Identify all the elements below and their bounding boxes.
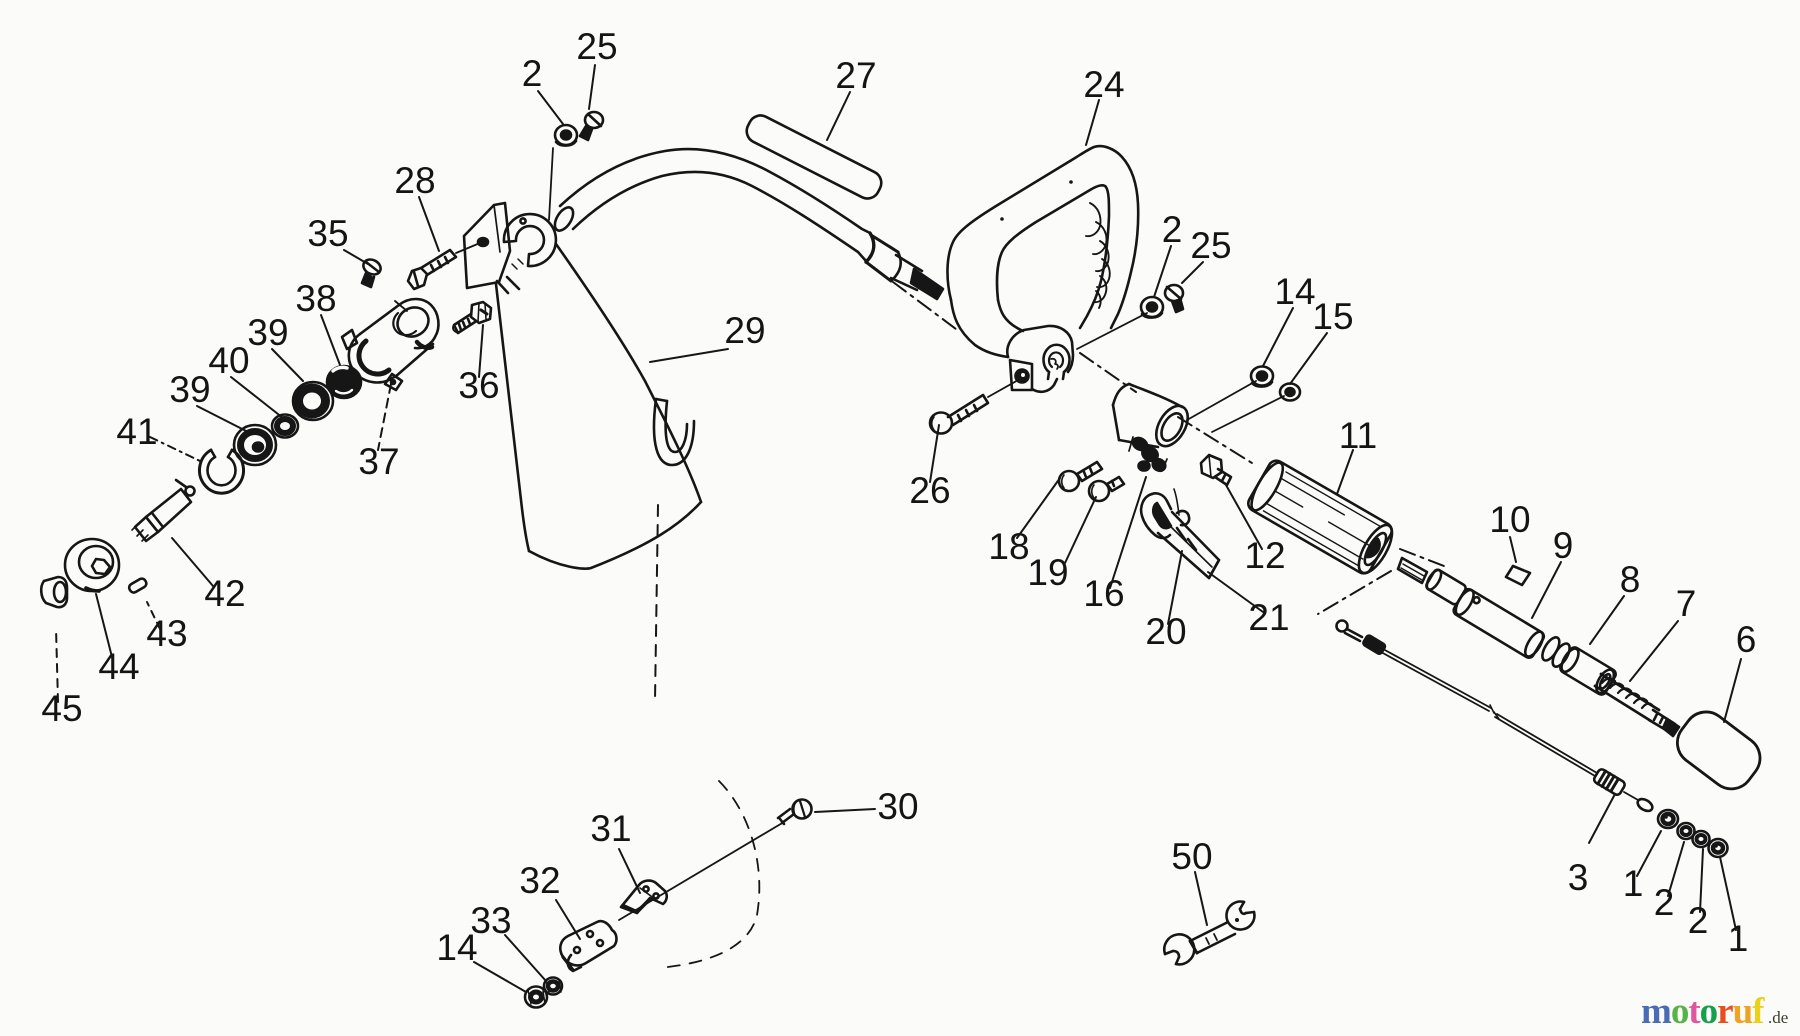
svg-text:.de: .de	[1768, 1008, 1788, 1027]
svg-text:25: 25	[1190, 225, 1231, 266]
svg-text:44: 44	[98, 646, 139, 687]
svg-text:2: 2	[522, 53, 543, 94]
svg-text:25: 25	[576, 26, 617, 67]
svg-text:38: 38	[295, 278, 336, 319]
svg-text:15: 15	[1312, 296, 1353, 337]
svg-text:21: 21	[1248, 597, 1289, 638]
svg-text:43: 43	[146, 613, 187, 654]
svg-text:35: 35	[307, 213, 348, 254]
svg-text:1: 1	[1728, 918, 1749, 959]
svg-text:45: 45	[41, 688, 82, 729]
svg-text:12: 12	[1244, 535, 1285, 576]
svg-text:motoruf: motoruf	[1641, 991, 1765, 1032]
svg-text:10: 10	[1489, 499, 1530, 540]
svg-text:31: 31	[590, 808, 631, 849]
svg-text:42: 42	[204, 573, 245, 614]
svg-text:2: 2	[1688, 900, 1709, 941]
svg-text:39: 39	[247, 312, 288, 353]
svg-text:19: 19	[1027, 552, 1068, 593]
svg-text:20: 20	[1145, 611, 1186, 652]
svg-text:27: 27	[835, 55, 876, 96]
svg-text:14: 14	[1274, 271, 1315, 312]
svg-text:24: 24	[1083, 64, 1124, 105]
svg-text:2: 2	[1162, 209, 1183, 250]
svg-text:29: 29	[724, 310, 765, 351]
svg-text:39: 39	[169, 369, 210, 410]
svg-text:32: 32	[519, 860, 560, 901]
svg-text:3: 3	[1568, 857, 1589, 898]
svg-text:16: 16	[1083, 573, 1124, 614]
svg-text:18: 18	[988, 526, 1029, 567]
svg-text:7: 7	[1676, 583, 1697, 624]
svg-text:50: 50	[1171, 836, 1212, 877]
svg-text:8: 8	[1620, 559, 1641, 600]
svg-text:11: 11	[1339, 415, 1377, 456]
svg-text:30: 30	[877, 786, 918, 827]
svg-text:6: 6	[1736, 619, 1757, 660]
svg-text:28: 28	[394, 160, 435, 201]
svg-text:9: 9	[1553, 525, 1574, 566]
svg-text:41: 41	[116, 411, 157, 452]
svg-text:14: 14	[436, 927, 477, 968]
svg-text:40: 40	[208, 340, 249, 381]
